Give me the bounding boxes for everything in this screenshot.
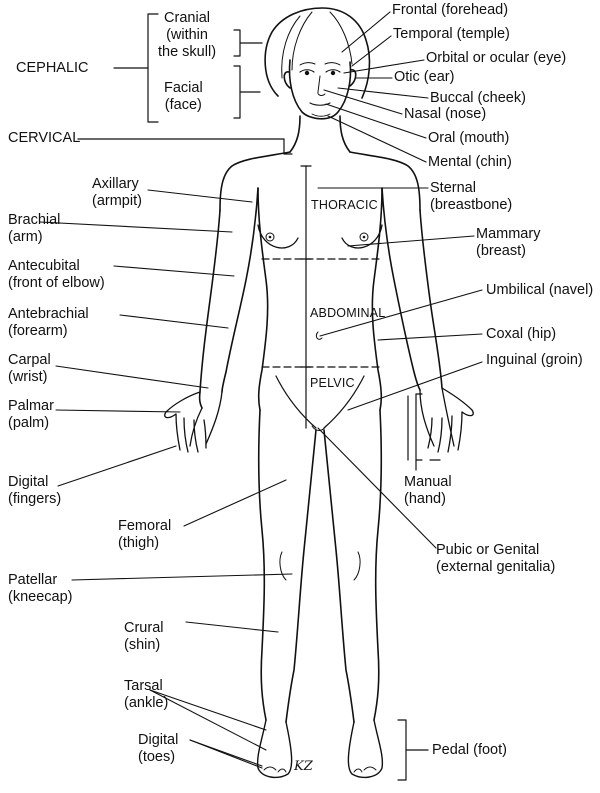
feet-outline xyxy=(256,719,384,779)
label-digital-fingers-line2: (fingers) xyxy=(8,491,62,507)
label-buccal: Buccal (cheek) xyxy=(430,90,526,106)
label-umbilical: Umbilical (navel) xyxy=(486,282,594,298)
label-mammary: Mammary (breast) xyxy=(476,226,540,260)
label-facial-line2: (face) xyxy=(164,97,202,113)
label-thoracic: THORACIC xyxy=(311,198,378,212)
label-orbital: Orbital or ocular (eye) xyxy=(426,50,567,66)
label-pubic-line2: (external genitalia) xyxy=(436,559,556,575)
label-antebrachial: Antebrachial (forearm) xyxy=(8,306,89,340)
label-tarsal-line1: Tarsal xyxy=(124,678,163,694)
label-patellar: Patellar (kneecap) xyxy=(8,572,72,606)
label-pubic: Pubic or Genital (external genitalia) xyxy=(436,542,555,576)
label-brachial-line2: (arm) xyxy=(8,229,43,245)
label-carpal-line1: Carpal xyxy=(8,352,51,368)
label-frontal: Frontal (forehead) xyxy=(392,2,509,18)
label-axillary: Axillary (armpit) xyxy=(92,176,142,210)
label-digital-toes-line2: (toes) xyxy=(138,749,176,765)
label-sternal: Sternal (breastbone) xyxy=(430,180,512,214)
label-digital-fingers: Digital (fingers) xyxy=(8,474,61,508)
label-brachial: Brachial (arm) xyxy=(8,212,60,246)
right-hand xyxy=(419,387,474,453)
label-pelvic: PELVIC xyxy=(310,376,355,390)
region-dividers xyxy=(261,165,381,429)
label-palmar: Palmar (palm) xyxy=(8,398,54,432)
leader-lines-right xyxy=(317,11,483,549)
artist-signature: KZ xyxy=(294,759,313,774)
label-carpal: Carpal (wrist) xyxy=(8,352,51,386)
pedal-bracket xyxy=(397,719,429,781)
label-femoral-line2: (thigh) xyxy=(118,535,160,551)
label-facial-line1: Facial xyxy=(164,80,203,96)
label-cranial-line3: the skull) xyxy=(158,44,217,60)
torso-outline xyxy=(198,115,443,431)
label-oral: Oral (mouth) xyxy=(428,130,510,146)
label-tarsal-line2: (ankle) xyxy=(124,695,169,711)
label-antecubital-line1: Antecubital xyxy=(8,258,80,274)
label-temporal: Temporal (temple) xyxy=(393,26,510,42)
left-hand xyxy=(164,391,223,453)
label-axillary-line2: (armpit) xyxy=(92,193,142,209)
label-antebrachial-line1: Antebrachial xyxy=(8,306,89,322)
label-otic: Otic (ear) xyxy=(394,69,455,85)
head-outline xyxy=(264,7,371,120)
label-sternal-line2: (breastbone) xyxy=(430,197,513,213)
label-mental: Mental (chin) xyxy=(428,154,512,170)
label-antebrachial-line2: (forearm) xyxy=(8,323,68,339)
label-mammary-line1: Mammary xyxy=(476,226,541,242)
label-patellar-line2: (kneecap) xyxy=(8,589,73,605)
label-digital-fingers-line1: Digital xyxy=(8,474,49,490)
label-pedal: Pedal (foot) xyxy=(432,742,507,758)
label-antecubital-line2: (front of elbow) xyxy=(8,275,105,291)
legs-outline xyxy=(257,409,383,723)
label-mammary-line2: (breast) xyxy=(476,243,526,259)
label-abdominal: ABDOMINAL xyxy=(310,306,386,320)
label-inguinal: Inguinal (groin) xyxy=(486,352,583,368)
label-manual-line2: (hand) xyxy=(404,491,446,507)
manual-bracket xyxy=(407,393,441,471)
label-brachial-line1: Brachial xyxy=(8,212,61,228)
leader-lines-left xyxy=(39,189,293,769)
label-axillary-line1: Axillary xyxy=(92,176,139,192)
label-antecubital: Antecubital (front of elbow) xyxy=(8,258,105,292)
label-digital-toes-line1: Digital xyxy=(138,732,179,748)
label-cranial-line1: Cranial xyxy=(164,10,210,26)
label-pubic-line1: Pubic or Genital xyxy=(436,542,540,558)
label-cranial-line2: (within xyxy=(166,27,208,43)
label-patellar-line1: Patellar xyxy=(8,572,58,588)
label-palmar-line1: Palmar xyxy=(8,398,54,414)
label-sternal-line1: Sternal xyxy=(430,180,476,196)
label-crural-line1: Crural xyxy=(124,620,164,636)
label-manual-line1: Manual xyxy=(404,474,452,490)
label-tarsal: Tarsal (ankle) xyxy=(124,678,168,712)
label-manual: Manual (hand) xyxy=(404,474,452,508)
label-femoral: Femoral (thigh) xyxy=(118,518,171,552)
label-crural: Crural (shin) xyxy=(124,620,163,654)
label-digital-toes: Digital (toes) xyxy=(138,732,178,766)
label-carpal-line2: (wrist) xyxy=(8,369,48,385)
label-facial: Facial (face) xyxy=(164,80,203,114)
cephalic-bracket xyxy=(77,13,293,155)
label-palmar-line2: (palm) xyxy=(8,415,50,431)
label-nasal: Nasal (nose) xyxy=(404,106,487,122)
label-cervical: CERVICAL xyxy=(8,130,81,146)
label-coxal: Coxal (hip) xyxy=(486,326,557,342)
label-femoral-line1: Femoral xyxy=(118,518,172,534)
label-crural-line2: (shin) xyxy=(124,637,161,653)
label-cephalic: CEPHALIC xyxy=(16,60,89,76)
label-cranial: Cranial (within the skull) xyxy=(158,10,216,61)
